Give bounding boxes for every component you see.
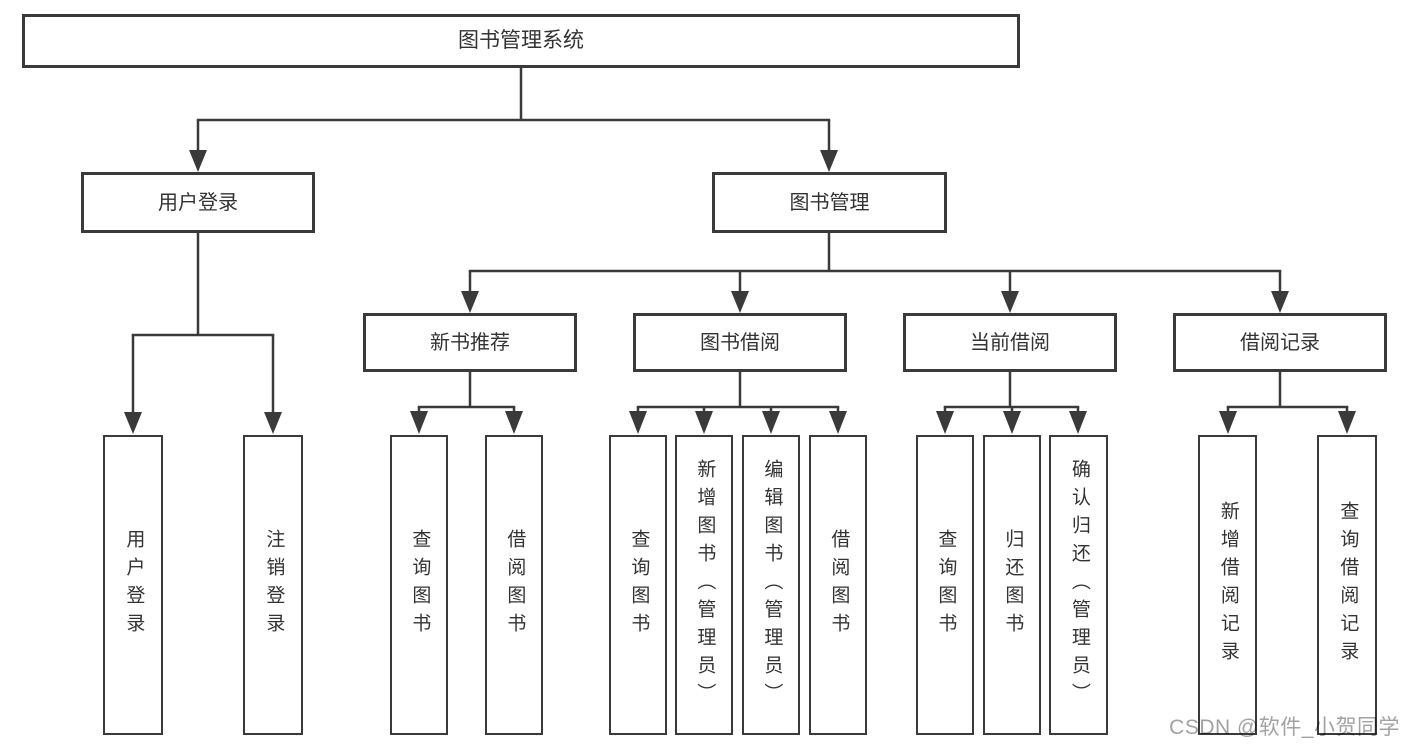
node-label: 新增借阅记录 [1217,501,1239,669]
node-label: 查询图书 [409,529,431,641]
node-label: 新增图书（管理员） [694,459,716,711]
node-label: 用户登录 [158,191,238,214]
node-label: 编辑图书（管理员） [761,459,783,711]
leaf-query-borrow-record: 查询借阅记录 [1317,435,1377,735]
node-label: 确认归还（管理员） [1068,459,1090,711]
node-label: 当前借阅 [970,331,1050,354]
node-root-library-system: 图书管理系统 [22,14,1020,68]
node-label: 图书管理 [789,191,870,214]
leaf-logout: 注销登录 [243,435,303,735]
leaf-add-book-admin: 新增图书（管理员） [675,435,733,735]
leaf-confirm-return-admin: 确认归还（管理员） [1049,435,1108,735]
node-label: 借阅记录 [1240,331,1320,354]
node-label: 用户登录 [123,529,145,641]
node-label: 图书管理系统 [458,29,584,53]
node-label: 图书借阅 [700,331,780,354]
leaf-query-books-recommend: 查询图书 [390,435,448,735]
node-label: 查询图书 [628,529,650,641]
leaf-borrow-books-recommend: 借阅图书 [485,435,543,735]
node-label: 查询图书 [935,529,957,641]
node-current-borrow: 当前借阅 [903,313,1117,372]
node-new-book-recommend: 新书推荐 [363,313,577,372]
leaf-edit-book-admin: 编辑图书（管理员） [742,435,800,735]
node-label: 注销登录 [263,529,285,641]
node-label: 查询借阅记录 [1337,501,1359,669]
csdn-watermark: CSDN @软件_小贺同学 [1169,716,1400,739]
leaf-query-books-borrow: 查询图书 [609,435,667,735]
node-label: 归还图书 [1002,529,1024,641]
leaf-query-books-current: 查询图书 [916,435,974,735]
node-borrow-records: 借阅记录 [1173,313,1387,372]
node-book-management: 图书管理 [712,172,947,233]
node-label: 借阅图书 [504,529,526,641]
leaf-user-login: 用户登录 [103,435,163,735]
leaf-borrow-books: 借阅图书 [809,435,867,735]
leaf-return-books: 归还图书 [983,435,1041,735]
leaf-add-borrow-record: 新增借阅记录 [1198,435,1257,735]
node-label: 借阅图书 [828,529,850,641]
node-user-login: 用户登录 [81,172,315,233]
node-book-borrow: 图书借阅 [633,313,847,372]
node-label: 新书推荐 [430,331,510,354]
